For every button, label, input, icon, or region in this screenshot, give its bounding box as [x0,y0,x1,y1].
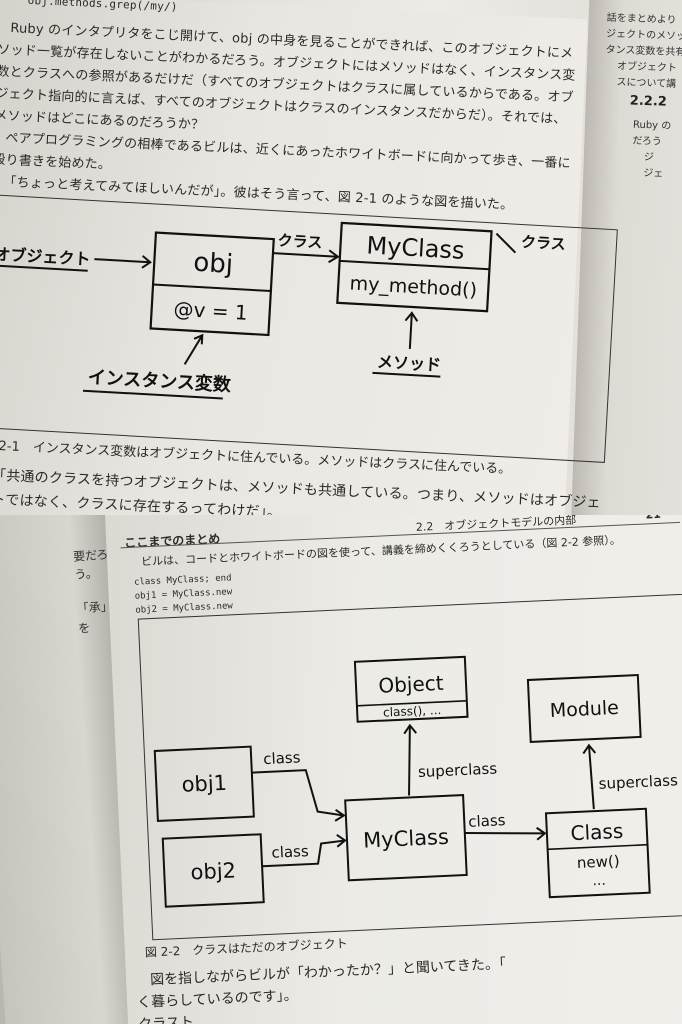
side-line: オブジェクト [616,60,678,75]
code-line: obj.methods.grep(/my/) [27,0,178,14]
class-box [544,807,651,899]
class-dots: ... [592,873,606,890]
side-line: ジェクトのメソッ [605,28,682,43]
module-box [526,673,642,743]
myclass-class-arrow [464,832,545,835]
edge-super1: superclass [418,759,498,781]
class-arrow [272,252,338,258]
side-line: タンス変数を共有 [605,44,682,59]
class-box [336,221,493,313]
side-line: だろう [632,135,662,148]
code-line: obj1 = MyClass.new [134,587,233,602]
figure-2-1: obj @v = 1 MyClass my_method() クラス オブジェク… [0,194,618,463]
object-callout-arrow [94,258,151,264]
method-name: my_method() [349,272,477,301]
figure-2-2: Object class(), ... Module obj1 obj2 MyC… [137,591,682,941]
edge-line: う。 [73,566,99,582]
figure-2-1-drawing: obj @v = 1 MyClass my_method() クラス オブジェク… [0,221,566,400]
class-label: Class [570,819,624,845]
figure-2-2-drawing: Object class(), ... Module obj1 obj2 MyC… [153,655,678,908]
after-line: クラスト [137,1014,195,1024]
ivar-label: @v = 1 [173,297,248,325]
module-label: Module [549,697,619,722]
edge-super2: superclass [598,771,678,793]
side-line: Ruby の [632,119,672,132]
side-line: ジェ [643,167,664,180]
class-super-arrow [587,745,595,810]
obj2-box [161,833,265,908]
section-title: ここまでのまとめ [123,531,221,551]
edge-line: 要だろ [72,547,109,564]
object-box [353,655,469,723]
obj-box [149,231,275,337]
obj-label: obj [193,248,234,280]
obj2-label: obj2 [190,858,236,884]
obj2-class-arrow [262,839,346,868]
myclass-box [344,794,468,882]
object-label: Object [378,671,444,698]
side-line: スについて講 [616,76,677,91]
after-line: 図を指しながらビルが「わかったか？」と聞いてきた。「 [149,956,507,989]
page-number: 21 [645,515,661,521]
callout-method: メソッド [377,352,442,375]
object-method: class(), ... [383,703,442,720]
callout-object: オブジェクト [0,245,91,269]
paragraph-line: 殴り書きを始めた。 [0,152,112,173]
obj-divider [152,283,271,293]
side-heading: 2.2.2 [629,93,668,110]
top-photo: 話をまとめより ジェクトのメソッ タンス変数を共有 オブジェクト スについて講 … [0,0,682,515]
side-line: 話をまとめより [606,12,677,27]
class-method: new() [577,852,620,872]
obj1-class-arrow [251,769,345,817]
edge-class3: class [468,811,506,831]
edge-line: 「承」 [76,599,114,616]
obj1-box [153,745,255,822]
code-line: obj2 = MyClass.new [135,601,234,616]
method-callout-arrow [408,312,413,349]
myclass-label: MyClass [363,825,450,853]
code-line: class MyClass; end [133,573,232,588]
page-21: ここまでのまとめ 2.2 オブジェクトモデルの内部 21 ビルは、コードとホワイ… [105,515,682,1024]
edge-line: を [77,620,91,636]
edge-class2: class [271,842,309,862]
side-line: ジ [643,151,655,164]
main-page: obj.methods.grep(/my/) Ruby のインタプリタをこじ開け… [0,0,618,515]
myclass-super-arrow [408,725,411,796]
bottom-photo: 要だろ う。 「承」 を ここまでのまとめ 2.2 オブジェクトモデルの内部 2… [0,515,682,1024]
arrow-class-label: クラス [277,231,323,251]
class-name: MyClass [366,231,465,264]
class-divider [339,259,490,271]
callout-class: クラス [520,233,566,253]
obj1-label: obj1 [181,771,227,797]
edge-class1: class [263,748,301,768]
ivar-callout-arrow [183,334,204,365]
